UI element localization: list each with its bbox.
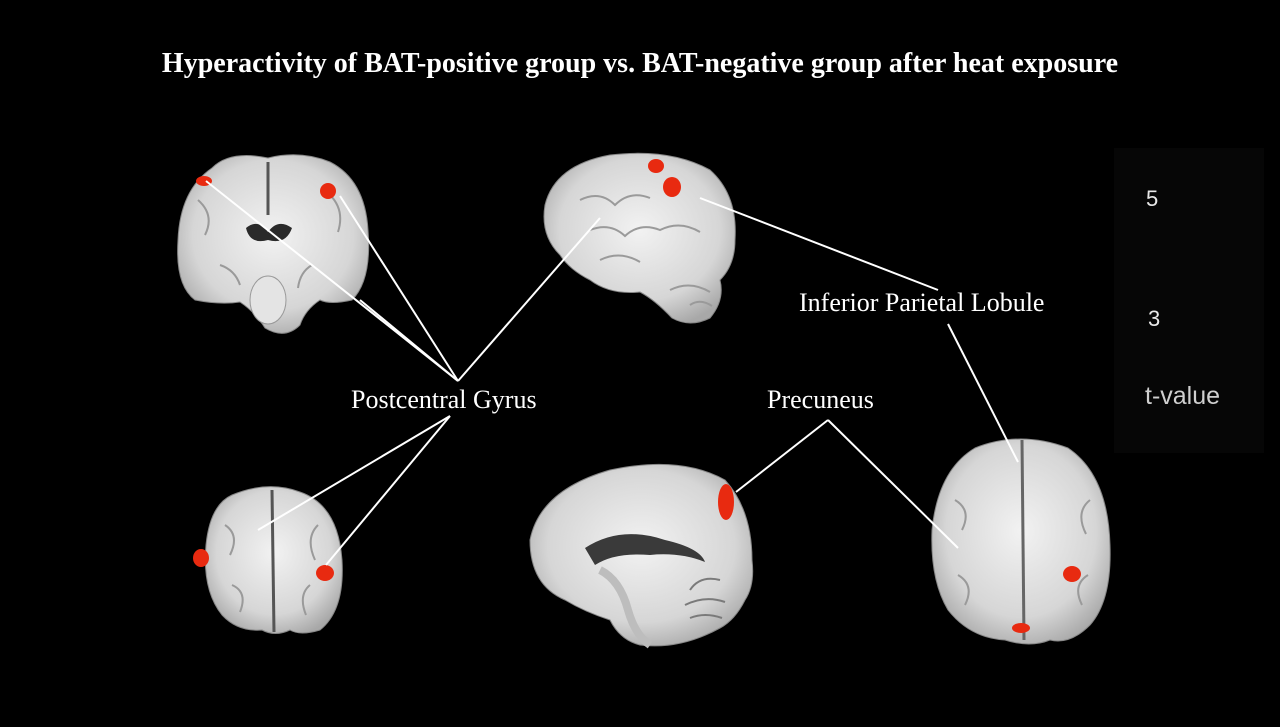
colorbar-panel: [1114, 148, 1264, 453]
activation-blob: [718, 484, 734, 520]
leader-line-postcentral: [457, 217, 601, 382]
leader-line-precuneus: [827, 419, 959, 549]
axial-brain-slice-left: [204, 486, 343, 634]
leader-line-inferior-parietal: [947, 323, 1019, 463]
activation-blob: [1012, 623, 1030, 633]
activation-blob: [663, 177, 681, 197]
leader-line-postcentral: [325, 415, 451, 566]
medial-sagittal-slice: [529, 463, 754, 649]
leader-line-postcentral: [359, 299, 459, 382]
activation-blob: [316, 565, 334, 581]
colorbar-tick-low: 3: [1148, 306, 1161, 331]
coronal-brain-slice: [177, 154, 370, 334]
label-precuneus: Precuneus: [767, 385, 874, 414]
leader-line-postcentral: [339, 195, 459, 382]
label-postcentral-gyrus: Postcentral Gyrus: [351, 385, 537, 414]
axial-brain-slice-right: [931, 438, 1111, 645]
leader-line-postcentral: [205, 180, 459, 382]
label-inferior-parietal-lobule: Inferior Parietal Lobule: [799, 288, 1045, 317]
activation-blob: [648, 159, 664, 173]
colorbar-tick-high: 5: [1146, 186, 1159, 211]
figure-title: Hyperactivity of BAT-positive group vs. …: [161, 48, 1119, 79]
leader-line-inferior-parietal: [699, 197, 939, 291]
colorbar-title: t-value: [1145, 382, 1221, 410]
activation-blob: [193, 549, 209, 567]
leader-line-postcentral: [257, 415, 451, 531]
activation-blob: [1063, 566, 1081, 582]
leader-line-precuneus: [735, 419, 829, 493]
lateral-sagittal-slice: [543, 152, 736, 324]
leader-lines: [205, 180, 1019, 566]
activation-blob: [320, 183, 336, 199]
